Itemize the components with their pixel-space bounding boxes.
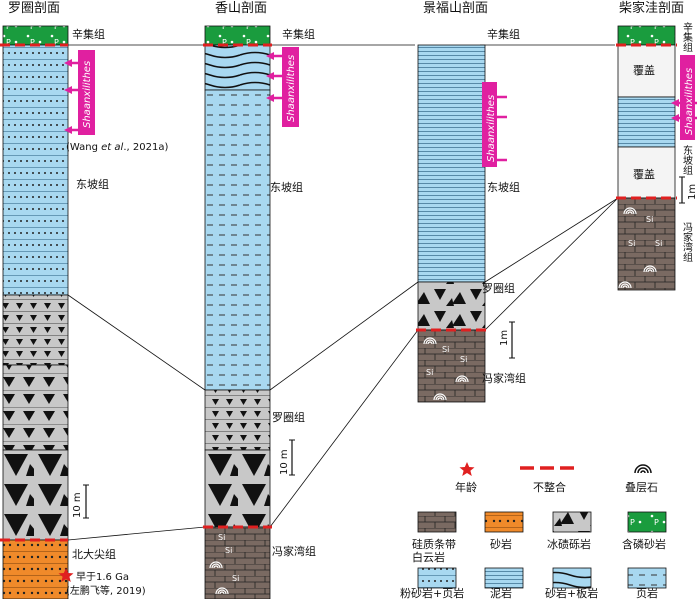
layer-luoquan-tillite-large [2, 449, 69, 541]
svg-text:Shaanxilithes: Shaanxilithes [82, 61, 93, 128]
stromatolites-chaijiawa: Si Si Si [618, 207, 662, 289]
svg-text:Si: Si [442, 345, 449, 354]
shaanxilithes-tag-luoquan: Shaanxilithes [62, 50, 95, 136]
scale-bar-1: 10 m [72, 484, 89, 519]
svg-text:Shaanxilithes: Shaanxilithes [684, 68, 695, 135]
section-title-xiangshan: 香山剖面 [215, 1, 267, 16]
shaanxilithes-tag-jingfushan: Shaanxilithes [479, 82, 509, 167]
label-luoquan-2: 罗圈组 [272, 410, 305, 424]
legend-siliceous-dolomite-2: 白云岩 [412, 550, 445, 564]
layer-dongpo-shale [417, 44, 486, 283]
layer-luoquan-tillite-large [204, 449, 271, 528]
label-dongpo-4: 东坡组 [681, 144, 693, 175]
column-jingfushan [417, 44, 486, 403]
legend: 年龄 不整合 叠层石 硅质条带 白云岩 砂岩 冰碛砾岩 含磷砂岩 粉砂岩+页岩 … [400, 462, 667, 600]
label-dongpo-2: 东坡组 [270, 180, 303, 194]
svg-text:Shaanxilithes: Shaanxilithes [486, 95, 497, 162]
layer-luoquan-tillite [417, 281, 486, 331]
legend-age: 年龄 [455, 480, 477, 494]
age-star [58, 568, 74, 582]
svg-text:Si: Si [646, 215, 653, 224]
label-fengjiawan-3: 冯家湾组 [482, 371, 526, 385]
svg-text:Si: Si [218, 533, 225, 542]
label-beidajian: 北大尖组 [72, 547, 116, 561]
stromatolites-jingfushan: Si Si Si [423, 337, 469, 401]
legend-sandstone-slate-swatch [552, 567, 592, 589]
legend-siltstone-shale: 粉砂岩+页岩 [400, 586, 464, 599]
svg-text:Si: Si [232, 574, 239, 583]
layer-beidajian-sandstone [2, 539, 69, 600]
column-chaijiawa [617, 25, 676, 291]
legend-phosphatic-sandstone: 含磷砂岩 [622, 537, 666, 551]
svg-text:Si: Si [655, 239, 662, 248]
svg-text:1m: 1m [687, 184, 698, 200]
svg-text:Shaanxilithes: Shaanxilithes [286, 55, 297, 122]
svg-text:1m: 1m [499, 330, 510, 346]
legend-siltstone-swatch [417, 567, 457, 589]
correlation-lines [67, 44, 619, 541]
layer-xinji-phosphatic [2, 25, 69, 46]
svg-text:10 m: 10 m [279, 449, 290, 475]
age-citation: (左鹏飞等, 2019) [66, 584, 146, 597]
layer-cover-lower [617, 146, 676, 199]
age-note: 早于1.6 Ga [76, 571, 129, 583]
layer-luoquan-tillite-small [2, 294, 69, 366]
layer-luoquan-tillite-small [204, 389, 271, 451]
label-dongpo-1: 东坡组 [76, 177, 109, 191]
layer-xinji-phosphatic [204, 25, 271, 46]
label-fengjiawan-4: 冯家湾组 [681, 222, 693, 262]
label-cover-2: 覆盖 [633, 167, 655, 181]
label-fengjiawan-2: 冯家湾组 [272, 544, 316, 558]
legend-stromatolite-symbol [634, 464, 652, 474]
layer-dongpo-siltstone [2, 44, 69, 296]
section-title-jingfushan: 景福山剖面 [423, 1, 488, 16]
legend-sandstone-slate: 砂岩+板岩 [545, 586, 598, 599]
label-luoquan-3: 罗圈组 [482, 281, 515, 295]
svg-text:Si: Si [225, 546, 232, 555]
legend-tillite-swatch [552, 511, 592, 533]
column-luoquan [2, 25, 69, 600]
legend-sandstone-swatch [484, 511, 524, 533]
layer-sandstone-slate [204, 44, 271, 91]
stromatolites-xiangshan: Si Si Si [209, 533, 239, 595]
legend-mudstone: 泥岩 [490, 586, 512, 599]
legend-shale-swatch [627, 567, 667, 589]
shaanxilithes-tag-xiangshan: Shaanxilithes [264, 47, 299, 127]
layer-fengjiawan-dolomite [204, 526, 271, 600]
layer-cover-upper [617, 44, 676, 98]
legend-phosphatic-swatch [627, 511, 667, 533]
label-dongpo-3: 东坡组 [487, 180, 520, 194]
legend-shale: 页岩 [636, 586, 658, 599]
legend-siliceous-dolomite-1: 硅质条带 [412, 537, 456, 551]
label-cover-1: 覆盖 [633, 63, 655, 77]
layer-luoquan-tillite-medium [2, 364, 69, 451]
citation-wang: (Wang et al., 2021a) [66, 142, 168, 153]
label-xinji-1: 辛集组 [72, 27, 105, 41]
svg-text:Si: Si [426, 368, 433, 377]
legend-age-star [459, 462, 475, 476]
layer-dongpo-mudstone [204, 89, 271, 391]
label-xinji-2: 辛集组 [282, 27, 315, 41]
svg-text:Si: Si [628, 239, 635, 248]
legend-unconformity: 不整合 [533, 480, 566, 494]
layer-dongpo-shale [617, 96, 676, 148]
shaanxilithes-tag-chaijiawa: Shaanxilithes [669, 55, 699, 140]
layer-xinji-phosphatic [617, 25, 676, 46]
scale-bar-2: 10 m [279, 439, 295, 476]
legend-mudstone-swatch [484, 567, 524, 589]
scale-bar-3: 1m [499, 321, 515, 359]
svg-text:10 m: 10 m [72, 492, 83, 518]
legend-tillite: 冰碛砾岩 [547, 537, 591, 551]
label-xinji-4: 辛集组 [681, 21, 693, 52]
column-xiangshan [204, 25, 271, 600]
label-xinji-3: 辛集组 [487, 27, 520, 41]
legend-sandstone: 砂岩 [490, 537, 512, 551]
section-title-luoquan: 罗圈剖面 [8, 1, 60, 16]
svg-text:Si: Si [460, 355, 467, 364]
legend-stromatolite: 叠层石 [625, 481, 658, 494]
scale-bar-4: 1m [679, 176, 698, 204]
legend-dolomite-swatch [417, 511, 457, 533]
section-title-chaijiawa: 柴家洼剖面 [619, 0, 684, 16]
